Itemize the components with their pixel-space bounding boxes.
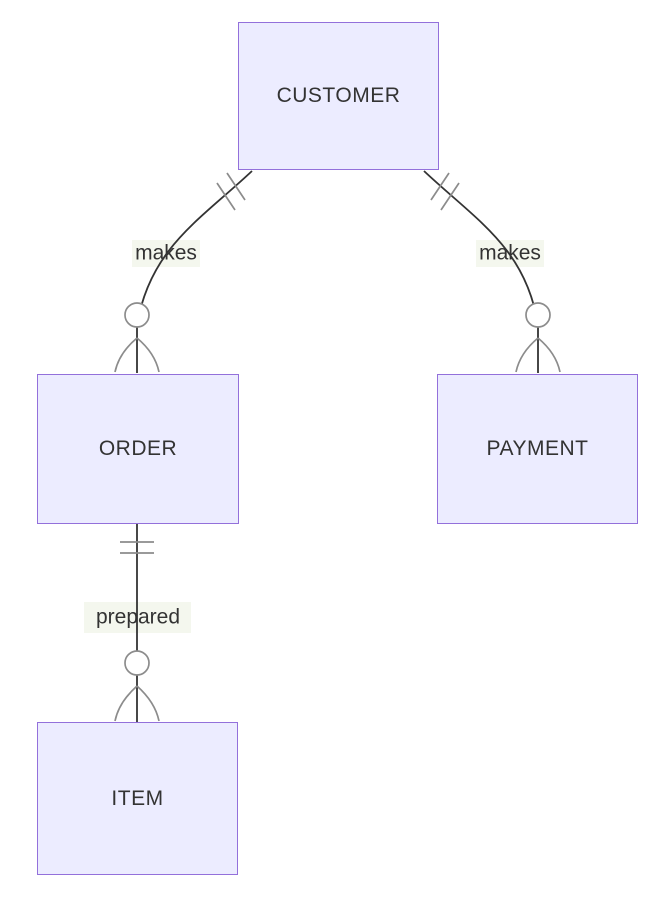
cardinality-tick-icon — [226, 172, 246, 201]
entity-order-label: ORDER — [98, 437, 178, 460]
entity-item-label: ITEM — [111, 786, 164, 810]
cardinality-tick-icon — [216, 182, 236, 211]
zero-circle-icon — [124, 302, 150, 328]
zero-or-many-marker-item — [114, 650, 160, 722]
relationship-order-item — [114, 524, 160, 722]
relationship-line-customer-order — [136, 170, 253, 373]
zero-or-many-marker-order — [114, 302, 160, 373]
crow-foot-icon — [114, 685, 138, 722]
relationship-label-customer-payment: makes — [479, 241, 541, 265]
crow-foot-icon — [136, 685, 160, 722]
relationship-customer-payment — [423, 170, 561, 373]
zero-circle-icon — [525, 302, 551, 328]
entity-payment-label: PAYMENT — [486, 437, 589, 460]
relationship-customer-order — [114, 170, 253, 373]
relationship-label-order-item: prepared — [95, 605, 181, 629]
entity-payment: PAYMENT — [437, 374, 638, 524]
cardinality-tick-icon — [440, 182, 460, 211]
relationship-label-customer-order: makes — [135, 241, 197, 265]
entity-order: ORDER — [37, 374, 239, 524]
crow-foot-icon — [136, 337, 160, 373]
entity-customer-label: CUSTOMER — [276, 84, 401, 107]
zero-or-many-marker-payment — [515, 302, 561, 373]
exactly-one-marker-customer-order — [216, 172, 246, 211]
exactly-one-marker-customer-payment — [430, 172, 460, 211]
entity-item: ITEM — [37, 722, 238, 875]
entity-customer: CUSTOMER — [238, 22, 439, 170]
exactly-one-marker-order — [120, 541, 154, 554]
zero-circle-icon — [124, 650, 150, 676]
crow-foot-icon — [537, 337, 561, 373]
cardinality-tick-icon — [430, 172, 450, 201]
relationship-line-customer-payment — [423, 170, 539, 373]
crow-foot-icon — [515, 337, 539, 373]
crow-foot-icon — [114, 337, 138, 373]
